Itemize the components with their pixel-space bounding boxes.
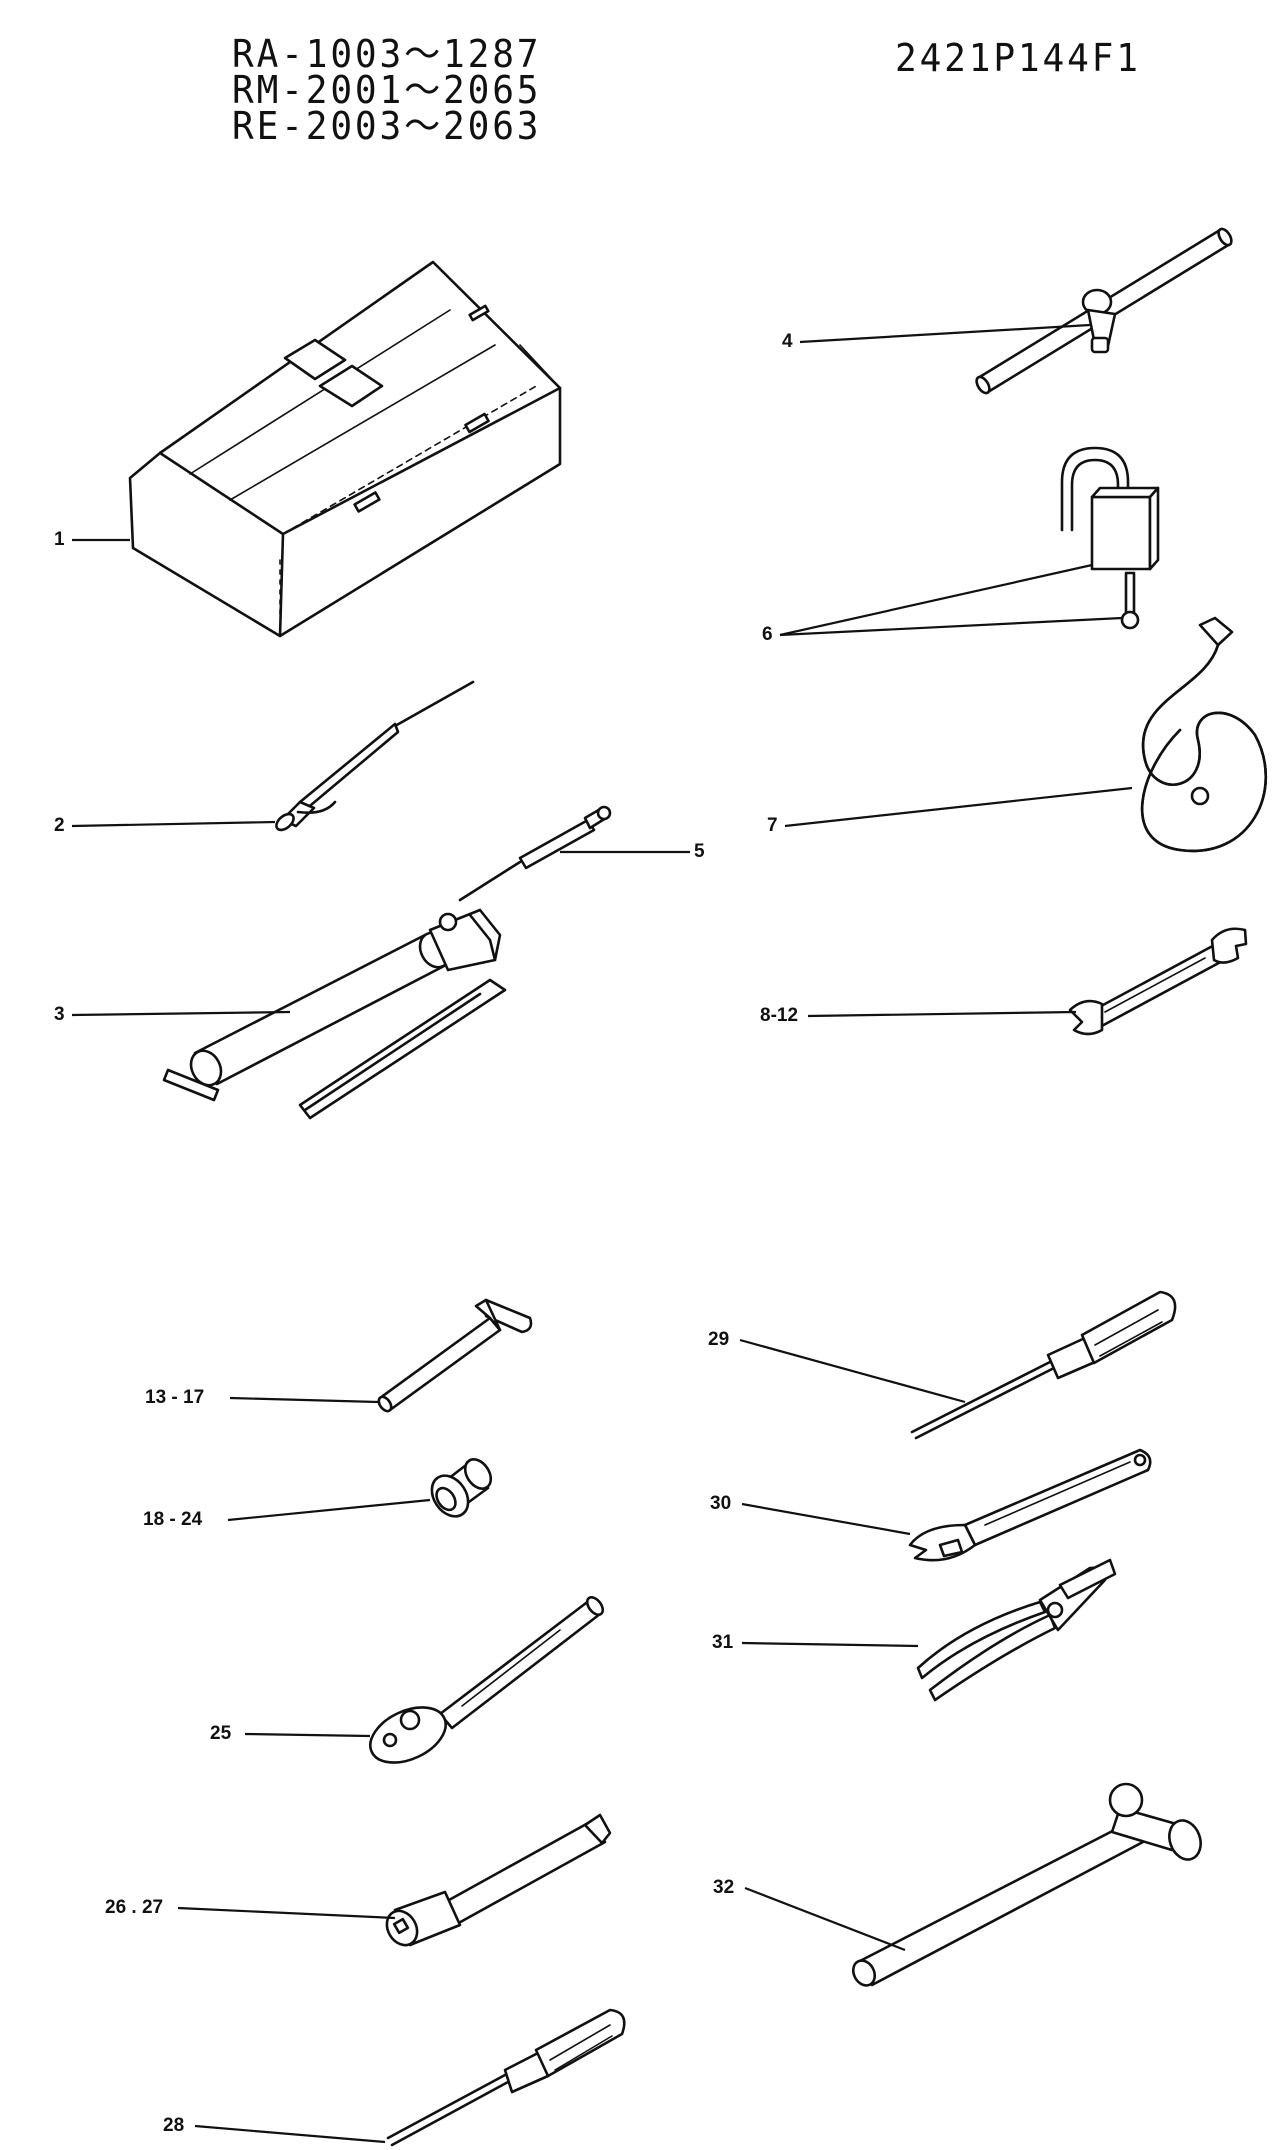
callout-label: 3: [54, 1004, 65, 1025]
callout-label: 25: [210, 1723, 232, 1744]
model-range-line: RM-2001～2065: [232, 68, 542, 112]
leader-line: [72, 1012, 290, 1015]
socket-illustration: [424, 1455, 496, 1524]
leader-line: [800, 325, 1090, 342]
double-open-end-wrench-illustration: [1070, 929, 1246, 1034]
leader-line: [808, 1012, 1076, 1016]
callout-label: 7: [767, 815, 778, 836]
leader-line: [780, 618, 1122, 635]
leader-line: [72, 822, 275, 826]
callout-label: 1: [54, 529, 65, 550]
grease-gun-illustration: [164, 910, 505, 1118]
flat-screwdriver-illustration: [388, 2010, 624, 2145]
flexible-hose-illustration: [1142, 618, 1266, 851]
callout-label: 4: [782, 331, 793, 352]
adjustable-wrench-illustration: [910, 1450, 1150, 1560]
leader-line: [245, 1734, 370, 1736]
callout-label: 5: [694, 841, 705, 862]
drawing-number: 2421P144F1: [895, 36, 1141, 80]
callout-label: 6: [762, 624, 773, 645]
leader-line: [742, 1643, 918, 1646]
model-range-line: RE-2003～2063: [232, 104, 542, 148]
leader-line: [230, 1398, 378, 1402]
leader-line: [780, 565, 1092, 635]
leader-line: [178, 1908, 395, 1918]
leader-line: [228, 1500, 430, 1520]
callout-label: 29: [708, 1329, 730, 1350]
t-handle-socket-wrench-illustration: [974, 227, 1234, 396]
padlock-and-key-illustration: [1062, 448, 1158, 628]
pliers-illustration: [918, 1560, 1115, 1700]
callout-label: 26 . 27: [105, 1897, 164, 1918]
callout-label: 28: [163, 2115, 185, 2136]
grease-gun-extension-illustration: [460, 807, 610, 900]
callout-label: 8-12: [760, 1005, 799, 1026]
callout-label: 30: [710, 1493, 732, 1514]
hex-key-wrench-illustration: [376, 1300, 531, 1413]
leader-line: [785, 788, 1132, 826]
phillips-screwdriver-illustration: [912, 1292, 1175, 1438]
extension-bar-illustration: [381, 1815, 610, 1951]
callout-label: 32: [713, 1877, 735, 1898]
toolbox-illustration: [130, 262, 560, 636]
leader-line: [195, 2126, 385, 2142]
callout-label: 2: [54, 815, 65, 836]
ball-peen-hammer-illustration: [849, 1784, 1206, 1989]
leader-line: [740, 1340, 965, 1402]
leader-line: [742, 1504, 910, 1534]
grease-nozzle-illustration: [273, 682, 473, 833]
model-range-line: RA-1003～1287: [232, 32, 542, 76]
callout-label: 31: [712, 1632, 734, 1653]
callout-label: 18 - 24: [143, 1509, 203, 1530]
leader-line: [745, 1888, 905, 1950]
ratchet-handle-illustration: [362, 1594, 606, 1773]
model-range-block: RA-1003～1287 RM-2001～2065 RE-2003～2063: [232, 32, 542, 148]
callout-label: 13 - 17: [145, 1387, 205, 1408]
